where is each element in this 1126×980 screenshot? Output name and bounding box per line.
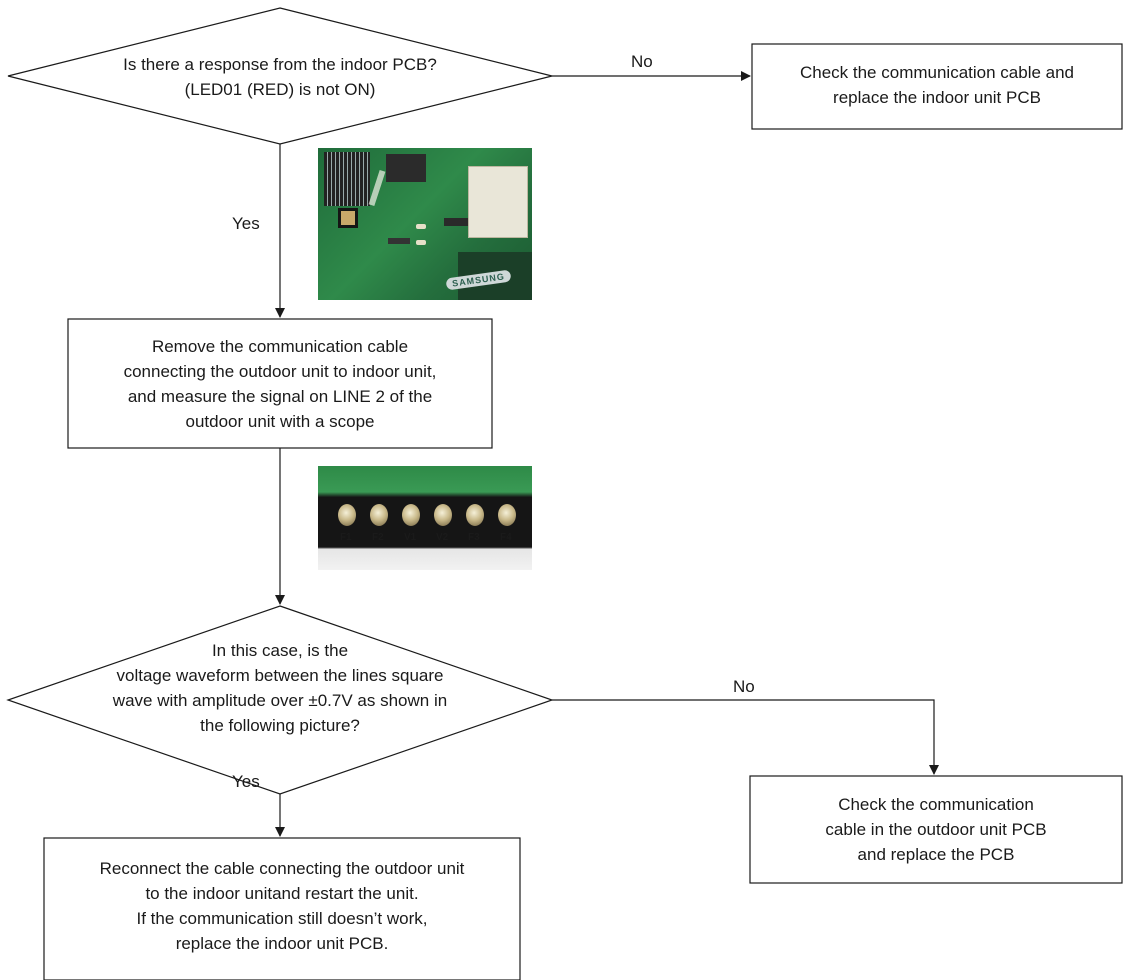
pcb-led-1 xyxy=(416,224,426,229)
replace-indoor-line1: Check the communication cable and xyxy=(799,63,1075,82)
terminal-label-f3: F3 xyxy=(468,532,480,543)
remove-cable-line1: Remove the communication cable xyxy=(151,337,409,356)
label-no1: No xyxy=(631,52,653,71)
box-replace-indoor-text: Check the communication cable and replac… xyxy=(752,60,1122,110)
replace-indoor-line2: replace the indoor unit PCB xyxy=(833,88,1041,107)
terminal-label-f1: F1 xyxy=(340,532,352,543)
terminal-screw-f3 xyxy=(466,504,484,526)
decision1-line1: Is there a response from the indoor PCB? xyxy=(123,55,437,74)
decision2-line2: voltage waveform between the lines squar… xyxy=(116,666,444,685)
pcb-ic-chip xyxy=(324,152,370,206)
reconnect-line3: If the communication still doesn’t work, xyxy=(136,909,428,928)
terminal-screw-v2 xyxy=(434,504,452,526)
pcb-white-connector xyxy=(468,166,528,238)
remove-cable-line3: and measure the signal on LINE 2 of the xyxy=(127,387,433,406)
label-yes1: Yes xyxy=(232,214,260,233)
pcb-component-row-2 xyxy=(444,218,484,226)
terminal-screw-f2 xyxy=(370,504,388,526)
reconnect-line2: to the indoor unitand restart the unit. xyxy=(145,884,419,903)
pcb-led-2 xyxy=(416,240,426,245)
terminal-label-f4: F4 xyxy=(500,532,512,543)
terminal-label-v2: V2 xyxy=(436,532,449,543)
pcb-component-row xyxy=(388,238,410,244)
terminal-screw-f1 xyxy=(338,504,356,526)
check-outdoor-line2: cable in the outdoor unit PCB xyxy=(825,820,1047,839)
box-remove-cable xyxy=(67,318,493,449)
box-reconnect-text: Reconnect the cable connecting the outdo… xyxy=(44,856,520,956)
box-remove-cable-text: Remove the communication cable connectin… xyxy=(68,334,492,434)
pcb-trace xyxy=(368,169,386,207)
label-yes2: Yes xyxy=(232,772,260,791)
label-no2: No xyxy=(733,677,755,696)
box-check-outdoor-text: Check the communication cable in the out… xyxy=(750,792,1122,867)
terminal-label-v1: V1 xyxy=(404,532,417,543)
pcb-led-pad xyxy=(338,208,358,228)
box-reconnect xyxy=(43,837,521,980)
terminal-block-photo: F1 F2 V1 V2 F3 F4 xyxy=(318,466,532,570)
pcb-chip-small xyxy=(386,154,426,182)
arrow-no2 xyxy=(552,699,939,775)
terminal-label-f2: F2 xyxy=(372,532,384,543)
reconnect-line4: replace the indoor unit PCB. xyxy=(175,934,389,953)
terminal-screw-v1 xyxy=(402,504,420,526)
indoor-pcb-photo: SAMSUNG xyxy=(318,148,532,300)
decision2-line3: wave with amplitude over ±0.7V as shown … xyxy=(112,691,448,710)
check-outdoor-line3: and replace the PCB xyxy=(857,845,1015,864)
box-replace-indoor xyxy=(751,43,1123,130)
remove-cable-line2: connecting the outdoor unit to indoor un… xyxy=(123,362,437,381)
box-check-outdoor xyxy=(749,775,1123,884)
check-outdoor-line1: Check the communication xyxy=(838,795,1034,814)
remove-cable-line4: outdoor unit with a scope xyxy=(185,412,375,431)
terminal-screw-f4 xyxy=(498,504,516,526)
decision1-line2: (LED01 (RED) is not ON) xyxy=(184,80,376,99)
reconnect-line1: Reconnect the cable connecting the outdo… xyxy=(99,859,465,878)
decision2-line4: the following picture? xyxy=(200,716,360,735)
decision2-text: In this case, is the voltage waveform be… xyxy=(60,638,500,738)
decision2-line1: In this case, is the xyxy=(211,641,349,660)
decision1-text: Is there a response from the indoor PCB?… xyxy=(80,52,480,102)
